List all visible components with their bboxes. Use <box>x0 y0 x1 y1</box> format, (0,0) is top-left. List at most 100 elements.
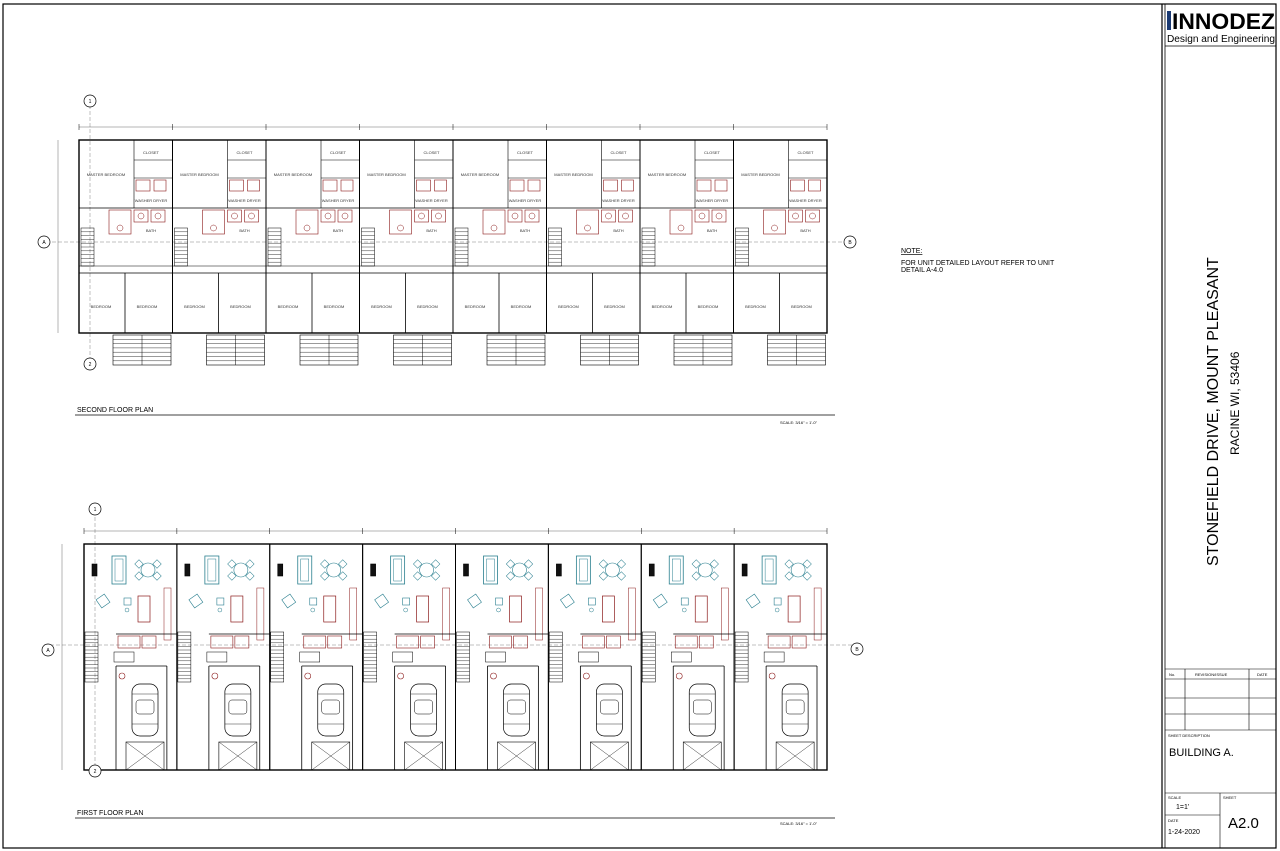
washer-label: WASHER DRYER <box>322 198 355 203</box>
dining-set <box>227 559 255 581</box>
toilet <box>210 224 217 232</box>
sink <box>154 212 162 220</box>
car <box>688 683 716 737</box>
first-floor-title: FIRST FLOOR PLAN <box>77 810 143 817</box>
revision-table <box>1165 668 1276 731</box>
bedroom-label: BEDROOM <box>652 304 673 309</box>
stair <box>177 631 192 683</box>
master-bedroom-label: MASTER BEDROOM <box>367 172 405 177</box>
sink <box>137 212 145 220</box>
grid-bubble-b: B <box>843 235 857 249</box>
first-floor-unit <box>269 543 364 771</box>
closet-label: CLOSET <box>704 150 721 155</box>
sink <box>418 212 425 220</box>
garage <box>765 665 818 771</box>
washer-label: WASHER DRYER <box>135 198 168 203</box>
driveway-pad <box>311 741 351 771</box>
car <box>224 683 252 737</box>
bedroom-label: BEDROOM <box>230 304 251 309</box>
sheet-description: BUILDING A. <box>1169 747 1234 759</box>
dining-set <box>784 559 812 581</box>
front-steps <box>767 334 826 366</box>
svg-text:A: A <box>42 240 46 246</box>
first-floor-unit <box>640 543 735 771</box>
driveway-pad <box>682 741 722 771</box>
first-floor-unit <box>176 543 271 771</box>
water-heater <box>583 672 590 680</box>
bedroom-label: BEDROOM <box>137 304 158 309</box>
sink <box>698 212 706 220</box>
svg-text:2: 2 <box>94 769 97 775</box>
logo-accent-bar <box>1167 11 1171 30</box>
first-floor-unit <box>455 543 549 771</box>
bedroom-label: BEDROOM <box>465 304 486 309</box>
stair <box>363 631 377 683</box>
sheet-label: SHEET <box>1223 795 1237 800</box>
bath-label: BATH <box>146 228 156 233</box>
bedroom-label: BEDROOM <box>324 304 345 309</box>
water-heater <box>118 672 126 680</box>
bedroom-label: BEDROOM <box>511 304 532 309</box>
closet-label: CLOSET <box>423 150 440 155</box>
front-steps <box>673 334 733 366</box>
master-bedroom-label: MASTER BEDROOM <box>180 172 218 177</box>
bath-label: BATH <box>426 228 436 233</box>
bath-label: BATH <box>520 228 530 233</box>
front-steps <box>299 334 359 366</box>
sink <box>511 212 519 220</box>
sink <box>809 212 816 220</box>
closet-label: CLOSET <box>517 150 534 155</box>
note-title: NOTE: <box>901 248 922 255</box>
stair <box>641 227 656 267</box>
bedroom-label: BEDROOM <box>558 304 579 309</box>
driveway-pad <box>404 741 443 771</box>
car <box>503 683 530 737</box>
first-floor-unit <box>83 543 178 771</box>
garage <box>301 665 354 771</box>
garage <box>115 665 168 771</box>
sink <box>231 212 238 220</box>
car <box>596 683 623 737</box>
master-bedroom-label: MASTER BEDROOM <box>554 172 592 177</box>
sink <box>324 212 332 220</box>
stair <box>80 227 95 267</box>
svg-text:A: A <box>46 648 50 654</box>
svg-text:B: B <box>848 240 852 246</box>
sink <box>435 212 442 220</box>
bedroom-label: BEDROOM <box>184 304 205 309</box>
layout-note: NOTE: FOR UNIT DETAILED LAYOUT REFER TO … <box>901 248 1055 274</box>
bath-label: BATH <box>613 228 623 233</box>
sheet-description-label: SHEET DESCRIPTION <box>1168 733 1210 738</box>
grid-bubble-3: 1 <box>88 502 102 516</box>
dining-set <box>413 559 441 581</box>
master-bedroom-label: MASTER BEDROOM <box>741 172 779 177</box>
toilet <box>490 224 498 232</box>
car <box>317 683 345 737</box>
svg-text:B: B <box>855 647 859 653</box>
master-bedroom-label: MASTER BEDROOM <box>648 172 686 177</box>
innodez-logo: INNODEZ Design and Engineering <box>1167 9 1275 45</box>
dining-set <box>320 559 348 581</box>
stair <box>84 631 99 683</box>
bath-label: BATH <box>800 228 810 233</box>
second-floor-scale-note: SCALE: 3/16" = 1'-0" <box>780 420 818 425</box>
date-label: DATE <box>1168 818 1179 823</box>
sheet-number: A2.0 <box>1228 815 1259 832</box>
garage <box>487 665 539 771</box>
grid-bubble-c: A <box>41 643 55 657</box>
sink <box>528 212 536 220</box>
dining-set <box>134 559 162 581</box>
sink <box>341 212 349 220</box>
date-value: 1-24-2020 <box>1168 829 1200 836</box>
project-address-line-2: RACINE WI, 53406 <box>1228 351 1242 455</box>
toilet <box>116 224 124 232</box>
driveway-pad <box>775 741 815 771</box>
stair <box>456 631 470 683</box>
grid-bubble-a: A <box>37 235 51 249</box>
svg-text:1: 1 <box>94 507 97 513</box>
sink <box>792 212 799 220</box>
